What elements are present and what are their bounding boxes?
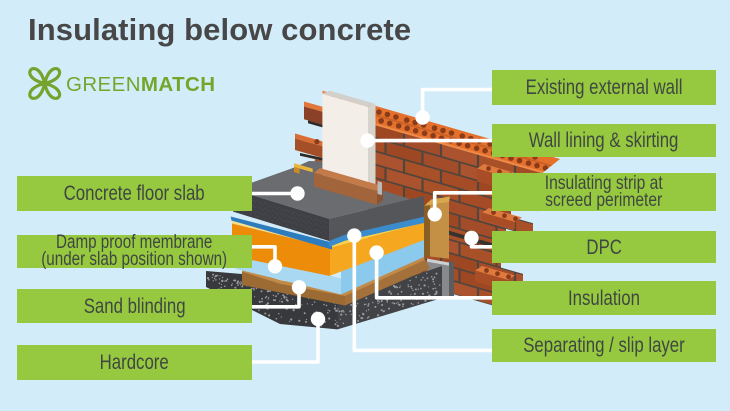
svg-text:GREENMATCH: GREENMATCH [66, 73, 215, 96]
